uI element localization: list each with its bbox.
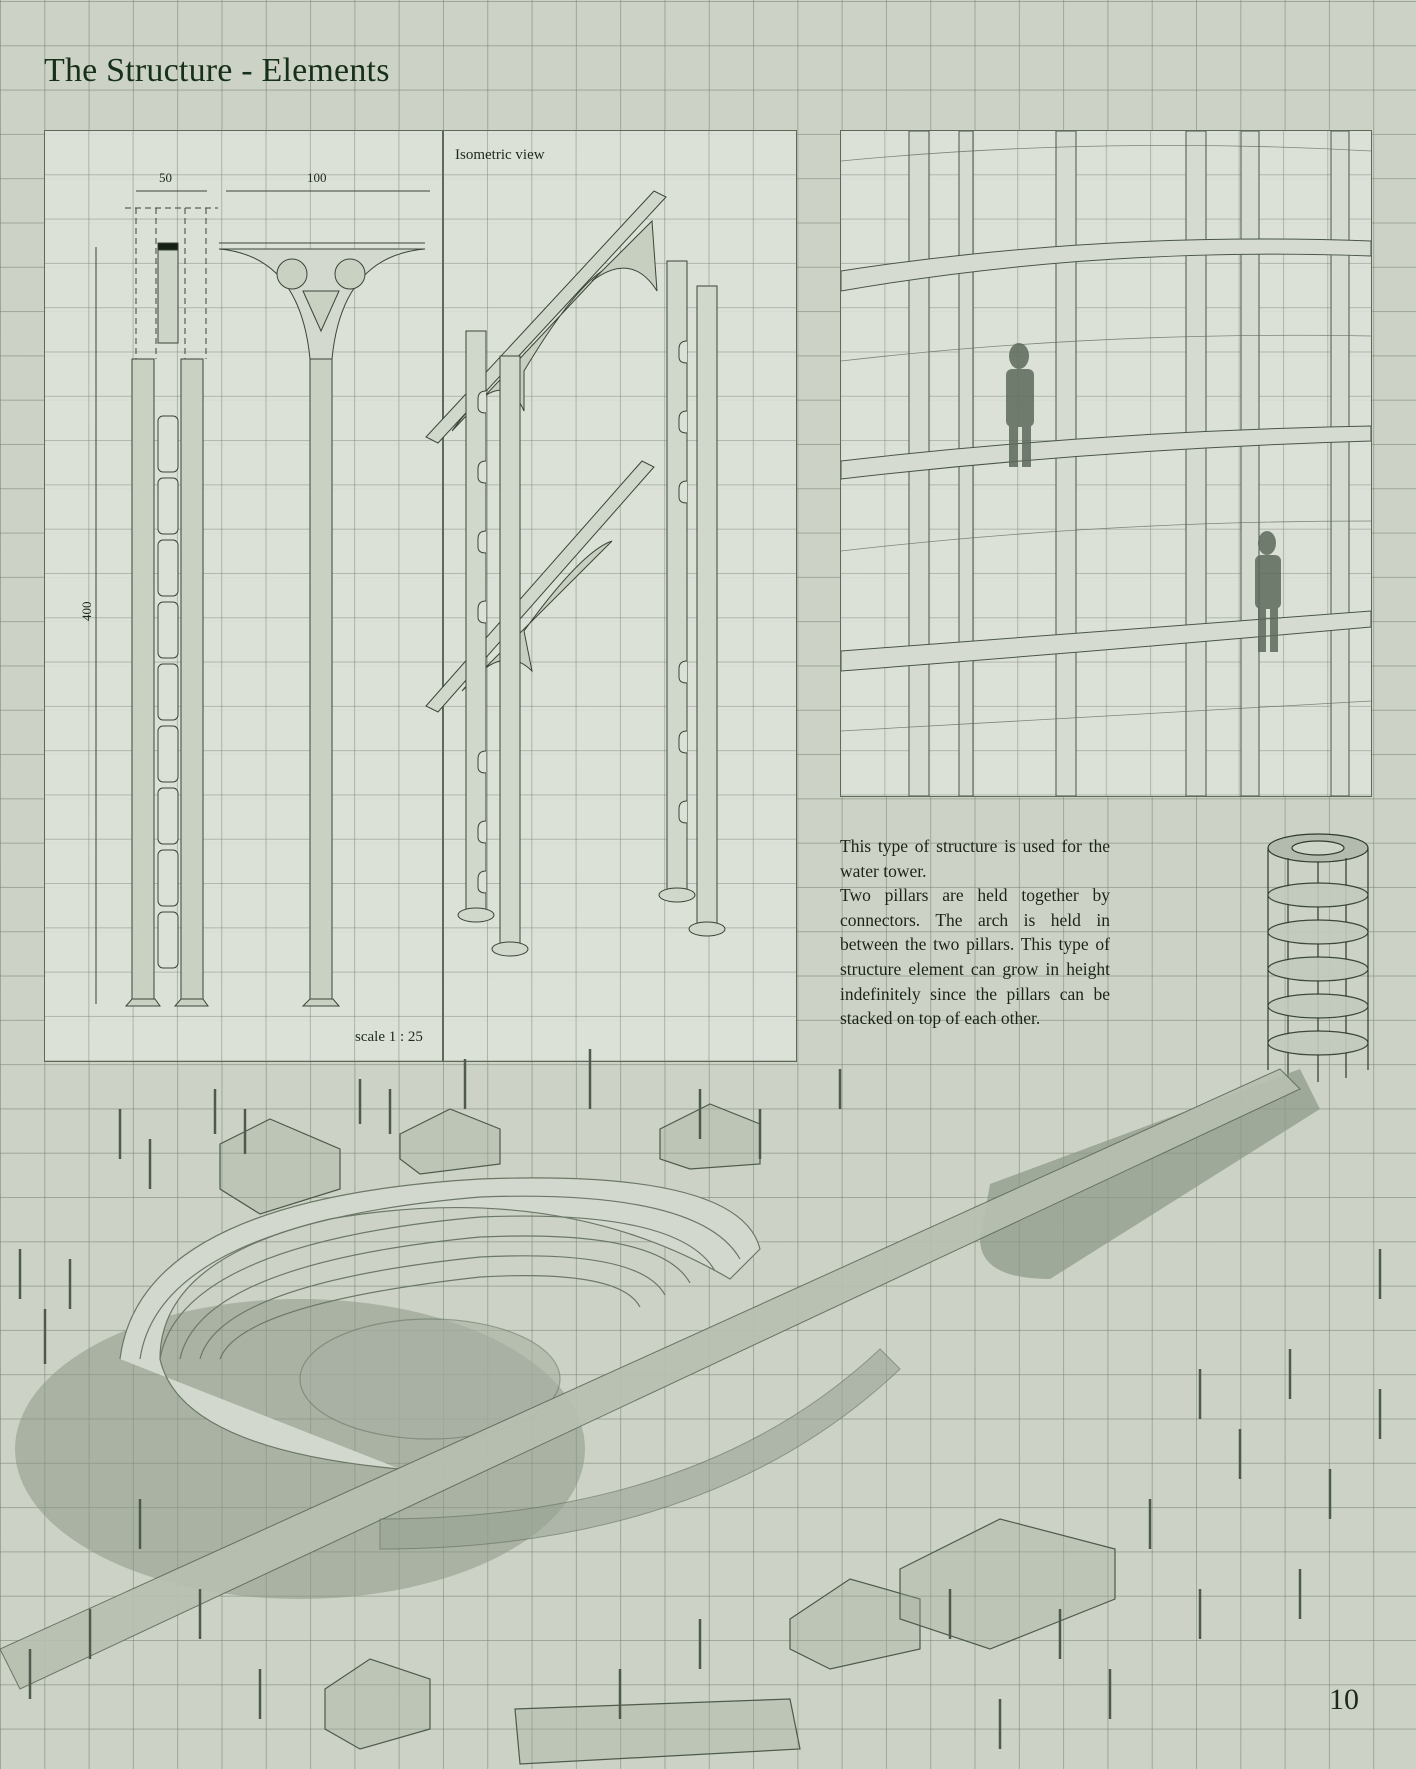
page-number: 10 xyxy=(1329,1683,1359,1716)
scattered-pillars xyxy=(18,1049,1382,1749)
structure-description: This type of structure is used for the w… xyxy=(840,834,1110,1031)
water-tower-model xyxy=(1267,833,1369,1082)
human-figure xyxy=(1255,531,1281,652)
elevation-drawing-panel: 50 100 400 Isometric view scale 1 : 25 xyxy=(44,130,797,1062)
description-paragraph: Two pillars are held together by connect… xyxy=(840,885,1110,1029)
site-isometric-drawing xyxy=(0,1049,1382,1765)
spiral-walkway-render xyxy=(841,131,1371,796)
human-figure xyxy=(1006,343,1034,467)
tower-interior-render xyxy=(840,130,1372,797)
isometric-pillar-drawing xyxy=(425,190,726,957)
dimension-label-100: 100 xyxy=(307,170,327,185)
panel-divider xyxy=(442,131,444,1061)
isometric-view-label: Isometric view xyxy=(455,147,545,163)
pillar-elevation-drawing xyxy=(95,190,430,1007)
tower-shadow xyxy=(980,1069,1320,1279)
page-title: The Structure - Elements xyxy=(44,52,390,89)
amphitheatre xyxy=(119,1177,761,1470)
description-paragraph: This type of structure is used for the w… xyxy=(840,836,1110,881)
greenhouse-pavilions xyxy=(219,1103,1116,1765)
scale-label: scale 1 : 25 xyxy=(355,1029,423,1045)
elevated-walkway xyxy=(0,1068,1301,1690)
dimension-label-50: 50 xyxy=(159,170,172,185)
